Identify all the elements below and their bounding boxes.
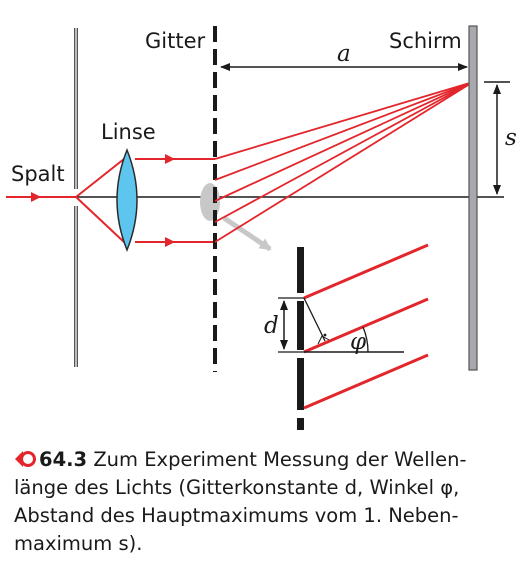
detail-ray-3 bbox=[303, 353, 429, 410]
zoom-arrow bbox=[222, 215, 272, 252]
detail-ray-1 bbox=[303, 243, 429, 300]
label-phi: φ bbox=[350, 329, 367, 355]
label-linse: Linse bbox=[101, 120, 156, 144]
label-spalt: Spalt bbox=[11, 162, 65, 186]
label-s: s bbox=[505, 125, 517, 151]
figure-caption: 64.3 Zum Experiment Messung der Wellen-l… bbox=[14, 446, 519, 558]
diffracted-rays bbox=[214, 81, 474, 243]
label-d: d bbox=[264, 313, 279, 339]
ray-slit-lens-lower bbox=[75, 196, 125, 243]
grating-experiment-diagram: a s Gitter Schirm Linse Spalt φ d bbox=[6, 25, 517, 430]
figure-number: 64.3 bbox=[39, 448, 88, 471]
ray-slit-lens-upper bbox=[75, 158, 125, 198]
label-gitter: Gitter bbox=[145, 29, 205, 53]
detail-ray-2 bbox=[303, 297, 429, 354]
incoming-ray-arrow bbox=[31, 192, 41, 202]
lens bbox=[116, 147, 138, 253]
label-a: a bbox=[337, 41, 351, 67]
caption-text: Zum Experiment Messung der Wellen-länge … bbox=[14, 448, 467, 555]
screen bbox=[468, 25, 478, 371]
play-bullet-icon bbox=[15, 451, 36, 467]
ray-arrow-upper bbox=[165, 154, 175, 164]
label-schirm: Schirm bbox=[389, 29, 462, 53]
ray-arrow-lower bbox=[165, 237, 175, 247]
grating-detail-inset: φ d bbox=[264, 243, 429, 430]
